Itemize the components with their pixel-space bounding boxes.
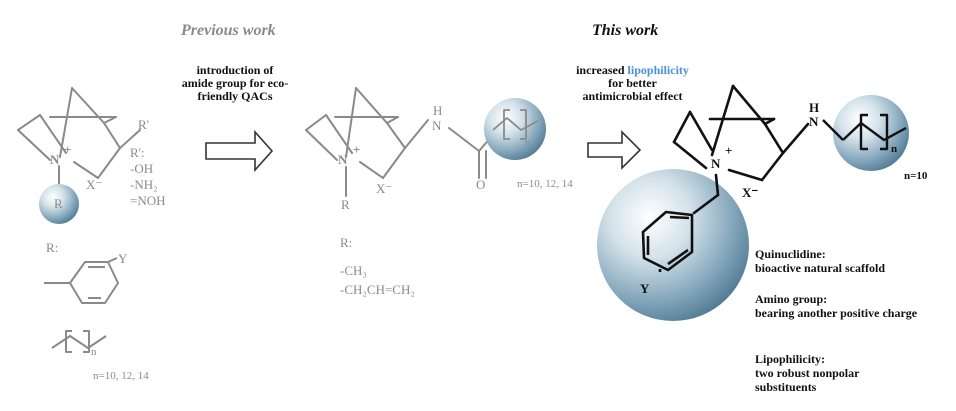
s2-substituent-allyl: -CH₂CH=CH₂ [340,282,415,297]
s1-r-prime-label: R': [130,145,145,160]
s2-oxygen: O [476,177,486,192]
heading-previous-work: Previous work [181,22,276,39]
s3-plus-charge: + [725,143,733,158]
arrow-1-caption-line-2: amide group for eco- [181,76,289,91]
s1-r-label: R: [46,240,59,255]
arrow-2-caption-prefix: increased [576,63,628,77]
s3-n-value: n=10 [904,170,928,182]
s2-substituent-methyl: -CH₃ [340,263,367,278]
feature-amino-group-text: bearing another positive charge [755,306,918,321]
s1-plus-charge: + [64,142,72,157]
s2-n-values: n=10, 12, 14 [517,178,573,190]
s1-r-prime: R' [138,117,150,132]
structure-2-quinuclidine [305,87,500,197]
feature-quinuclidine: Quinuclidine: bioactive natural scaffold [755,247,935,275]
alkyl-sphere-3 [833,95,909,171]
reaction-arrow-2 [587,130,642,170]
feature-lipophilicity-title: Lipophilicity: [755,352,826,366]
s3-nitrogen: N [711,156,721,171]
s1-substituent-oh: -OH [130,161,154,176]
s2-r-group: R [341,197,350,212]
s3-hydrogen: H [809,100,820,115]
feature-lipophilicity-text: two robust nonpolar substituents [755,366,860,395]
s2-nitrogen: N [338,152,348,167]
s2-plus-charge: + [353,142,361,157]
arrow-2-caption-line-1: increased lipophilicity [545,63,720,77]
arrow-2-caption-line-2: for better [608,76,657,91]
feature-lipophilicity: Lipophilicity: two robust nonpolar subst… [755,352,915,394]
s3-chain-n: n [891,143,898,155]
benzyl-sphere [597,169,749,321]
s3-counterion: X⁻ [742,185,759,200]
feature-amino-group-title: Amino group: [755,292,828,306]
feature-quinuclidine-title: Quinuclidine: [755,247,826,261]
structure-3-alkyl-chain [822,113,907,151]
arrow-1-caption: introduction of amide group for eco- fri… [150,63,320,104]
structure-3-aryl-ring [641,210,694,272]
structure-2-alkyl-chain [492,109,539,140]
feature-amino-group: Amino group: bearing another positive ch… [755,292,935,320]
s3-amine-nitrogen: N [809,114,819,129]
s1-r-group: R [54,196,63,211]
arrow-1-caption-line-3: friendly QACs [197,89,273,104]
r-sphere-1 [39,184,79,224]
structure-3-quinuclidine [672,84,810,215]
reaction-arrow-1 [205,129,274,173]
structure-1-alkyl-chain [51,330,107,353]
s2-chain-n: n [525,137,531,149]
feature-quinuclidine-text: bioactive natural scaffold [755,261,885,276]
s2-hydrogen: H [433,103,443,118]
heading-this-work: This work [592,22,659,39]
s1-substituent-nh2: -NH₂ [130,177,158,192]
arrow-2-caption: increased lipophilicity for better antim… [545,63,720,104]
s1-chain-n: n [91,346,97,358]
alkyl-sphere-2 [484,98,546,160]
s1-substituent-noh: =NOH [130,193,166,208]
s3-y-substituent: Y [640,281,650,296]
s1-nitrogen: N [50,152,60,167]
structure-1-aryl-group [44,257,119,304]
structure-1-quinuclidine [17,87,141,187]
lipophilicity-highlight: lipophilicity [627,63,689,77]
arrow-1-caption-line-1: introduction of [196,63,274,77]
s2-amide-nitrogen: N [432,118,442,133]
s1-n-values: n=10, 12, 14 [93,370,149,382]
s2-counterion: X⁻ [376,181,393,196]
arrow-2-caption-line-3: antimicrobial effect [582,89,683,104]
s1-y-substituent: Y [118,251,128,266]
s2-r-label: R: [340,235,353,250]
s1-counterion: X⁻ [86,177,103,192]
